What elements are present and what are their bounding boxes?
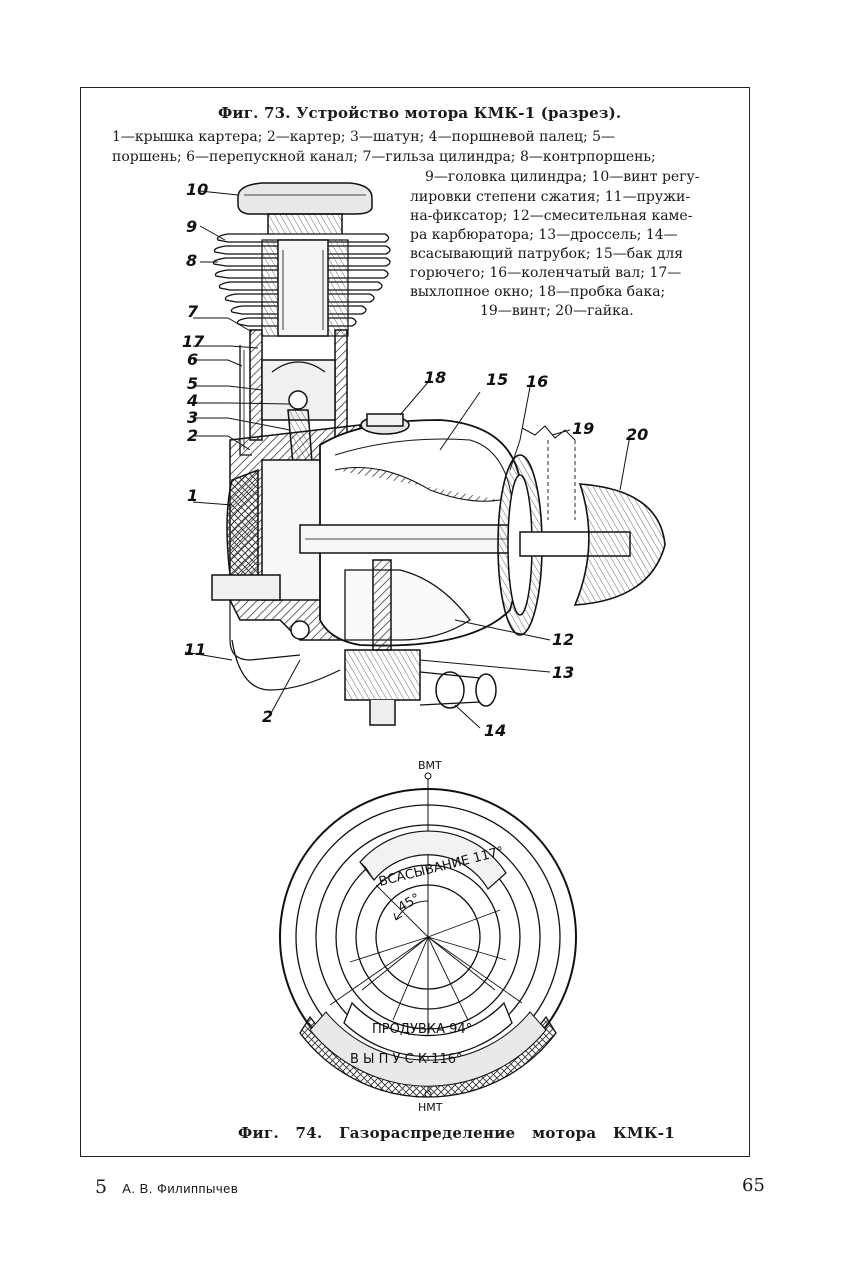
signature-line: 5 А. В. Филиппычев	[95, 1176, 238, 1198]
signature-number: 5	[95, 1176, 108, 1198]
legend-line-4: лировки степени сжатия; 11—пружи-	[410, 189, 691, 205]
callout-2-lower: 2	[262, 707, 273, 726]
purge-band-label: ПРОДУВКА 94°	[372, 1022, 472, 1037]
angle-45-label: 45°	[396, 891, 423, 916]
callout-9: 9	[186, 217, 197, 236]
legend-line-8: горючего; 16—коленчатый вал; 17—	[410, 265, 682, 281]
callout-2-upper: 2	[187, 426, 198, 445]
callout-10: 10	[186, 180, 208, 199]
callout-7: 7	[187, 302, 199, 321]
legend-line-5: на-фиксатор; 12—смесительная каме-	[410, 208, 693, 224]
callout-1: 1	[187, 486, 198, 505]
legend-line-6: ра карбюратора; 13—дроссель; 14—	[410, 227, 678, 243]
callout-5: 5	[187, 374, 198, 393]
callout-17: 17	[182, 332, 205, 351]
legend-line-3: 9—головка цилиндра; 10—винт регу-	[425, 169, 700, 185]
callout-14: 14	[484, 721, 506, 740]
legend-line-2: поршень; 6—перепускной канал; 7—гильза ц…	[112, 149, 656, 165]
figure-frame	[80, 87, 750, 1157]
tdc-label: ВМТ	[418, 759, 442, 772]
author-name: А. В. Филиппычев	[122, 1181, 239, 1196]
callout-19: 19	[572, 419, 594, 438]
callout-numbers: 10 9 8 7 17 6 5 4 3 2 1 11 2 18 15 16 19…	[182, 180, 648, 740]
callout-13: 13	[552, 663, 574, 682]
page-number: 65	[742, 1175, 765, 1196]
timing-diagram	[279, 772, 577, 1098]
exhaust-band-label: В Ы П У С К 116°	[350, 1052, 463, 1067]
engine-cross-section	[211, 182, 666, 726]
callout-8: 8	[186, 251, 197, 270]
callout-11: 11	[184, 640, 206, 659]
legend-line-7: всасывающий патрубок; 15—бак для	[410, 246, 684, 262]
callout-16: 16	[526, 372, 548, 391]
legend-line-9: выхлопное окно; 18—пробка бака;	[410, 284, 666, 300]
callout-20: 20	[626, 425, 648, 444]
callout-12: 12	[552, 630, 574, 649]
callout-15: 15	[486, 370, 508, 389]
bdc-label: НМТ	[418, 1101, 443, 1114]
legend-line-10: 19—винт; 20—гайка.	[480, 303, 634, 319]
legend-line-1: 1—крышка картера; 2—картер; 3—шатун; 4—п…	[112, 129, 616, 145]
callout-3: 3	[187, 408, 198, 427]
callout-6: 6	[187, 350, 198, 369]
callout-4: 4	[186, 391, 198, 410]
figure-74-title: Фиг. 74. Газораспределение мотора КМК-1	[238, 1124, 676, 1142]
callout-18: 18	[424, 368, 446, 387]
callout-leaders	[184, 190, 631, 729]
figure-73-title: Фиг. 73. Устройство мотора КМК-1 (разрез…	[218, 104, 622, 122]
